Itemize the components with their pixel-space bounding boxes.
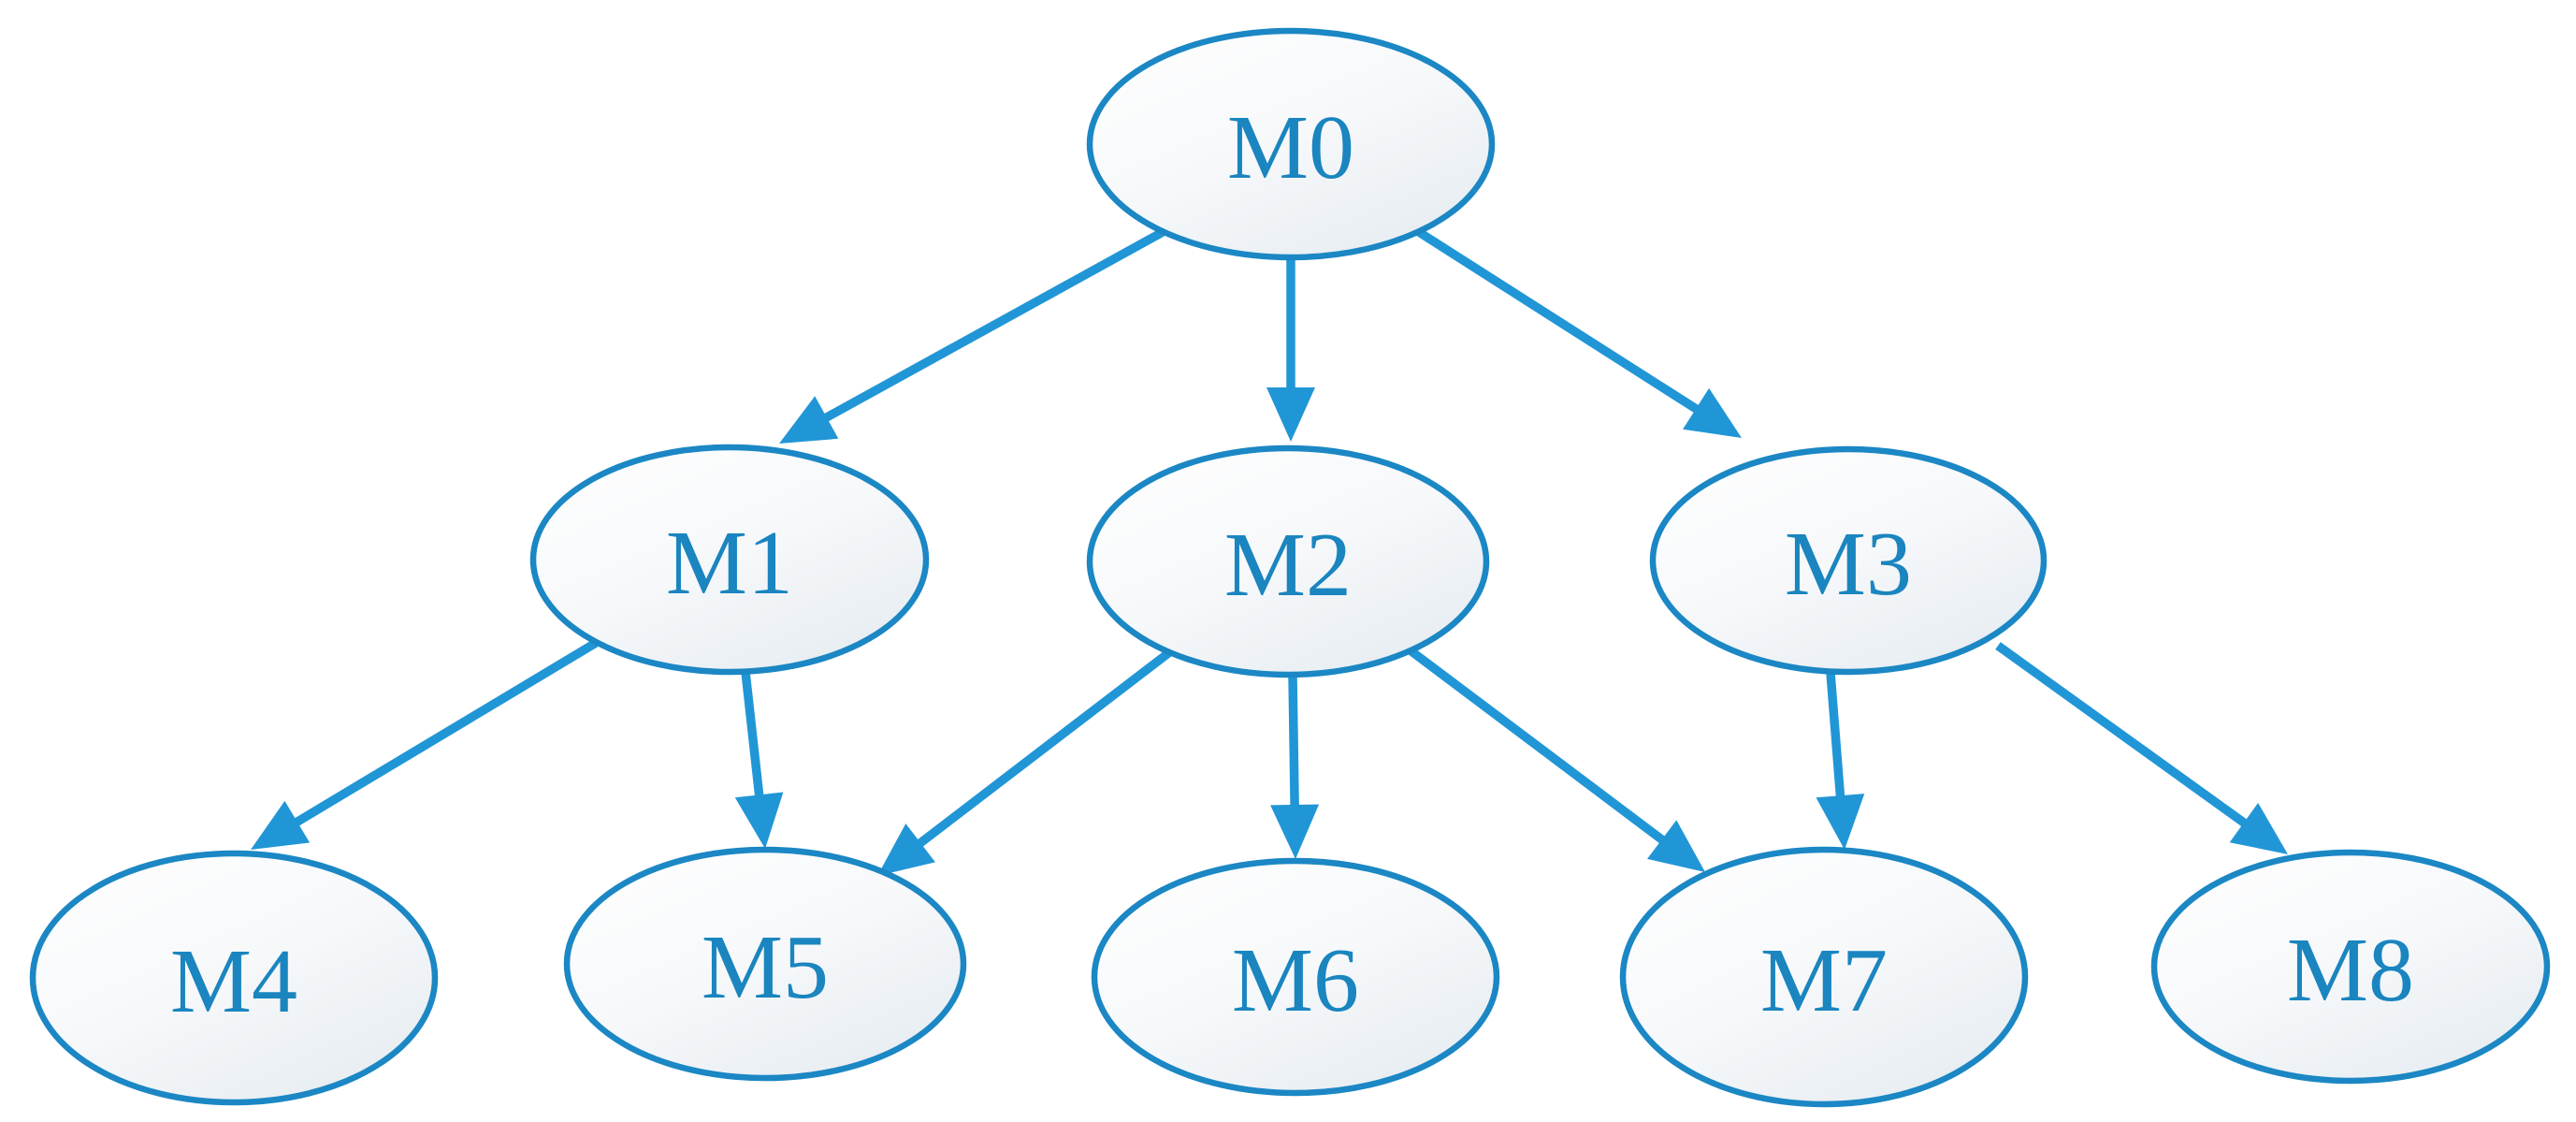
- edge-line: [1416, 227, 1703, 416]
- edge-m2-to-m7: [1405, 645, 1705, 872]
- edge-m0-to-m1: [779, 227, 1165, 444]
- edge-line: [1405, 645, 1670, 847]
- node-ellipse[interactable]: [1086, 27, 1496, 261]
- edges-layer: [251, 227, 2288, 876]
- node-ellipse[interactable]: [1091, 857, 1500, 1097]
- node-label: M8: [2287, 920, 2414, 1021]
- arrowhead-icon: [877, 823, 935, 876]
- arrowhead-icon: [1647, 820, 1705, 872]
- node-ellipse[interactable]: [1649, 445, 2048, 676]
- node-m3[interactable]: M3: [1649, 445, 2048, 676]
- edge-m1-to-m4: [251, 638, 599, 850]
- node-m4[interactable]: M4: [29, 850, 439, 1106]
- edge-m2-to-m6: [1270, 675, 1320, 859]
- arrowhead-icon: [1270, 804, 1320, 859]
- arrowhead-icon: [1683, 387, 1742, 438]
- node-label: M0: [1227, 97, 1354, 198]
- node-ellipse[interactable]: [1086, 444, 1490, 678]
- arrowhead-icon: [734, 792, 784, 849]
- node-m2[interactable]: M2: [1086, 444, 1490, 678]
- node-m7[interactable]: M7: [1619, 846, 2029, 1108]
- node-m1[interactable]: M1: [529, 444, 930, 676]
- node-m8[interactable]: M8: [2150, 849, 2551, 1085]
- edge-m0-to-m2: [1266, 258, 1315, 442]
- arrowhead-icon: [1266, 387, 1315, 442]
- arrowhead-icon: [2229, 803, 2288, 854]
- edge-line: [290, 638, 599, 829]
- node-ellipse[interactable]: [563, 846, 967, 1082]
- edge-m3-to-m8: [1995, 642, 2288, 854]
- node-label: M4: [170, 931, 297, 1032]
- edge-m1-to-m5: [734, 671, 784, 849]
- edge-m0-to-m3: [1416, 227, 1742, 438]
- node-label: M7: [1760, 930, 1888, 1031]
- node-ellipse[interactable]: [529, 444, 930, 676]
- edge-line: [913, 647, 1175, 851]
- arrowhead-icon: [779, 396, 839, 444]
- edge-line: [1288, 675, 1299, 811]
- edge-line: [819, 227, 1165, 425]
- edge-m3-to-m7: [1816, 672, 1865, 850]
- node-m5[interactable]: M5: [563, 846, 967, 1082]
- node-label: M2: [1224, 515, 1352, 616]
- edge-line: [1995, 642, 2251, 830]
- arrowhead-icon: [251, 800, 311, 850]
- node-label: M6: [1232, 930, 1359, 1031]
- node-label: M3: [1785, 514, 1912, 615]
- node-label: M1: [666, 513, 793, 614]
- arrowhead-icon: [1816, 794, 1865, 850]
- node-ellipse[interactable]: [1619, 846, 2029, 1108]
- node-ellipse[interactable]: [2150, 849, 2551, 1085]
- edge-m2-to-m5: [877, 647, 1175, 876]
- node-m0[interactable]: M0: [1086, 27, 1496, 261]
- node-m6[interactable]: M6: [1091, 857, 1500, 1097]
- edge-line: [741, 671, 764, 801]
- node-label: M5: [702, 917, 829, 1018]
- node-ellipse[interactable]: [29, 850, 439, 1106]
- edge-line: [1826, 672, 1845, 802]
